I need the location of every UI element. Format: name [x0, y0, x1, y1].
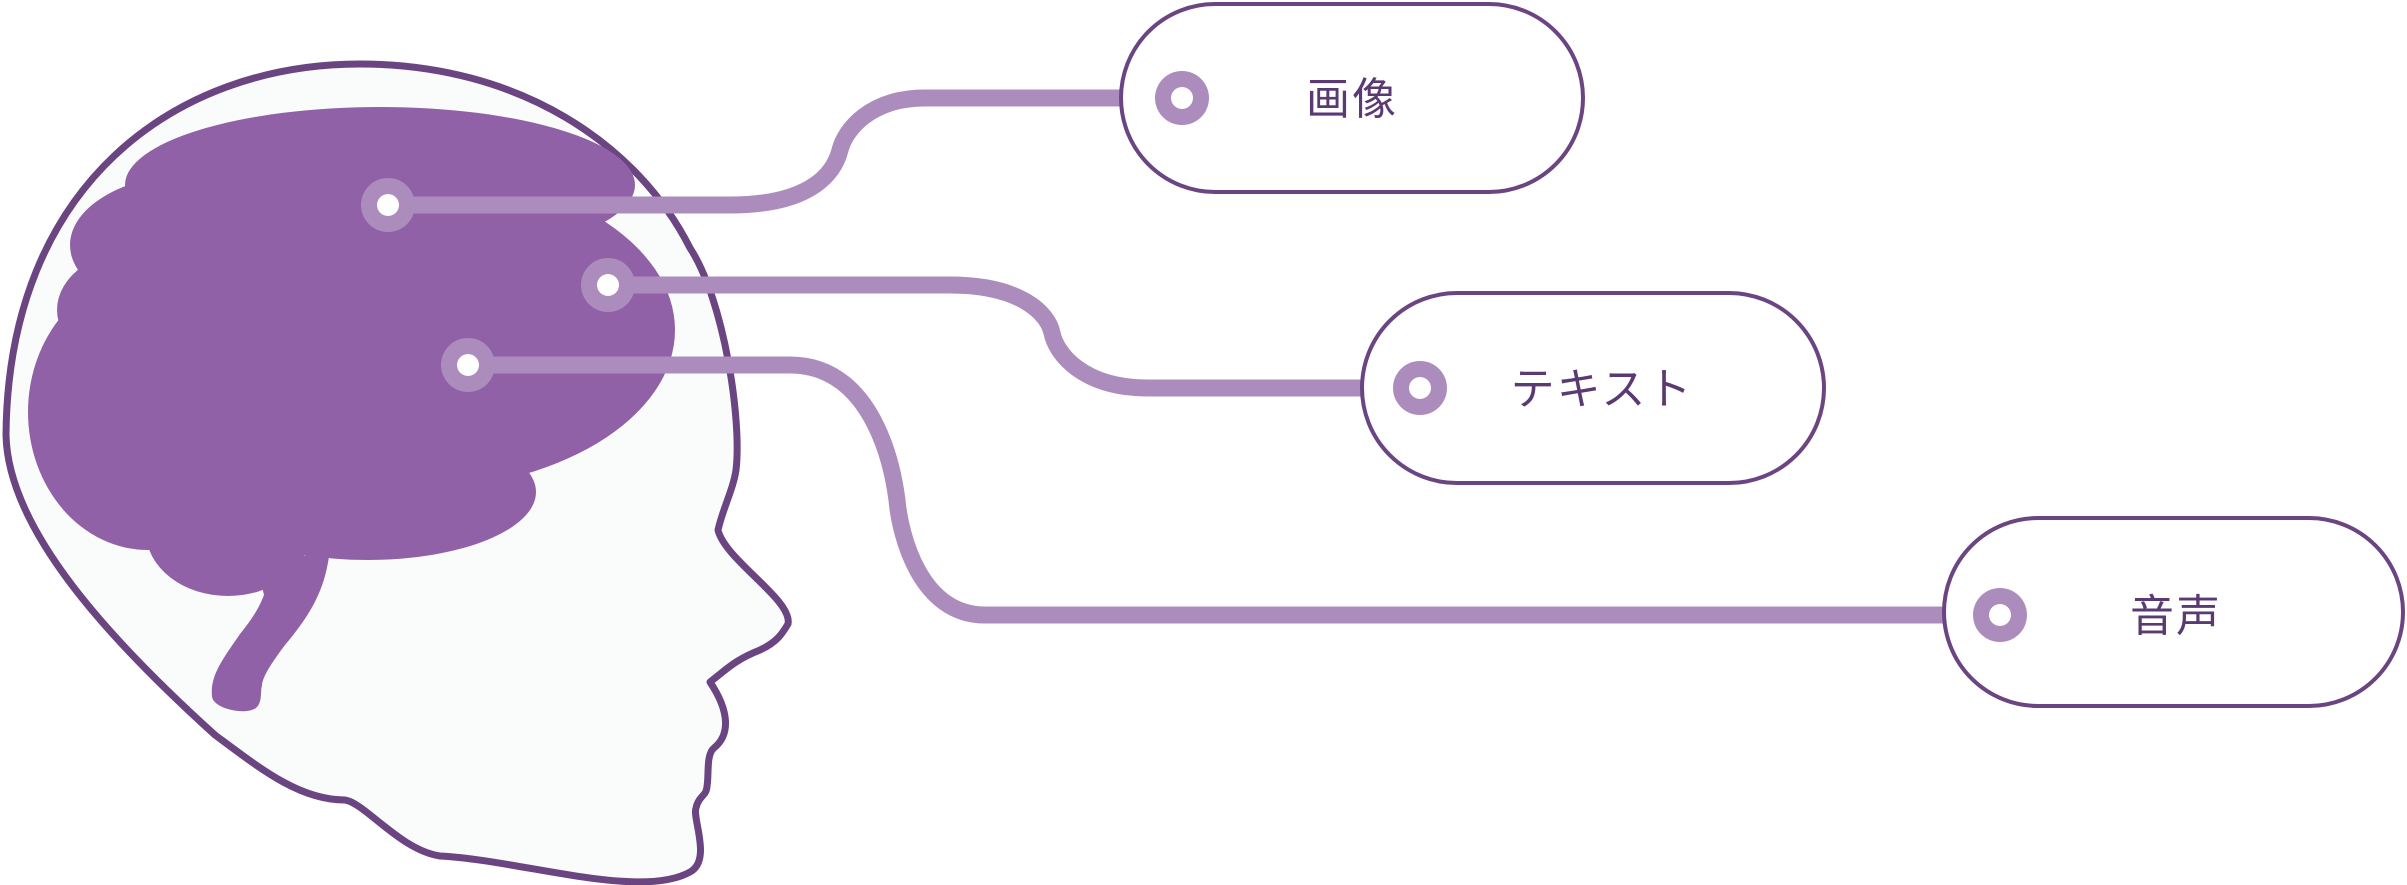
output-label-audio: 音声: [2130, 591, 2222, 642]
brain-nodes: [361, 178, 635, 392]
connector-image: [388, 89, 1182, 214]
brain-icon: [28, 107, 675, 712]
connector-audio: [468, 356, 2000, 624]
output-pill-text: テキスト: [1360, 291, 1826, 485]
connectors: [388, 89, 2000, 624]
output-pill-image: 画像: [1119, 2, 1585, 194]
output-label-text: テキスト: [1511, 364, 1694, 415]
connector-text: [608, 276, 1420, 397]
output-pill-audio: 音声: [1942, 516, 2405, 708]
output-label-image: 画像: [1306, 74, 1398, 125]
